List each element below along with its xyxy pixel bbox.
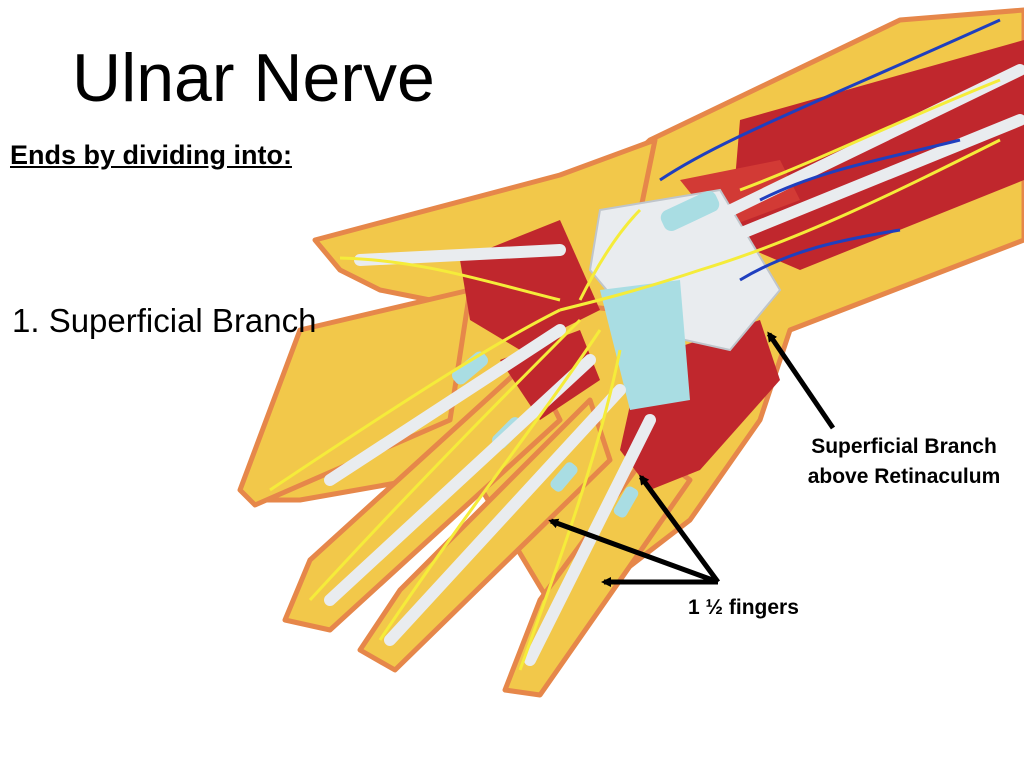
tendons [324,64,1024,666]
ulnar-nerve-branches [269,78,1001,671]
finger-arrow-ring [548,518,719,585]
retinaculum-callout: Superficial Branch above Retinaculum [784,432,1024,492]
slide-subheading: Ends by dividing into: [10,140,292,170]
retinaculum-arrow [766,331,836,430]
retinaculum-callout-line2: above Retinaculum [807,464,1001,488]
slide-title: Ulnar Nerve [72,40,435,116]
fingers-callout: 1 ½ fingers [688,596,799,619]
retinaculum-callout-line1: Superficial Branch [811,435,997,458]
bullet-item: 1. Superficial Branch [12,302,317,339]
annotation-arrows [548,331,836,587]
blood-vessels [659,18,1001,282]
finger-arrow-nerve [638,474,721,584]
hand-illustration [237,7,1024,698]
